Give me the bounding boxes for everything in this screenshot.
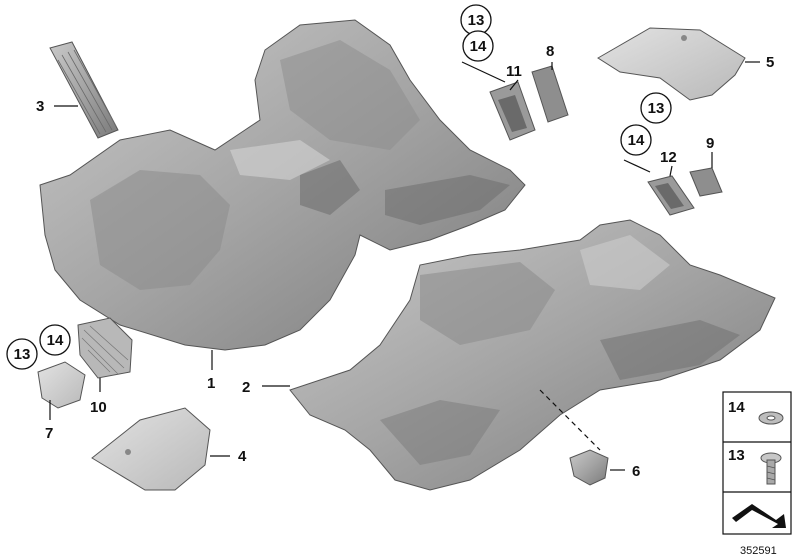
callout-3: 3 [36,98,44,115]
callout-7: 7 [45,425,53,442]
legend-label-13: 13 [728,447,745,464]
callout-2: 2 [242,379,250,396]
front-floor-covering [39,19,526,351]
circled-14-right: 14 [628,132,645,149]
callout-11: 11 [506,63,522,80]
washer-icon [758,411,784,425]
circled-13-top: 13 [468,12,485,29]
circled-14-top: 14 [470,38,487,55]
cover-9 [689,167,723,197]
hardware-legend: 14 13 [722,391,792,535]
callout-5: 5 [766,54,774,71]
arrow-symbol-icon [732,504,786,528]
legend-label-14: 14 [728,399,745,416]
circled-14-left: 14 [47,332,64,349]
callout-labels: 1 2 3 4 5 6 7 8 9 10 11 12 [36,43,774,480]
callout-10: 10 [90,399,107,416]
cover-panel-4 [91,407,211,491]
clip-6 [569,449,609,486]
screw-icon [760,452,782,485]
callout-6: 6 [632,463,640,480]
callout-9: 9 [706,135,714,152]
callout-8: 8 [546,43,554,60]
cover-panel-5 [597,27,746,101]
cover-7 [37,361,86,409]
circled-13-left: 13 [14,346,31,363]
rear-floor-covering [289,219,776,491]
frame-12 [647,175,695,216]
grille-10 [77,317,133,379]
reference-number: 352591 [740,545,777,557]
leader-lines [49,61,760,471]
circled-13-right: 13 [648,100,665,117]
callout-4: 4 [238,448,247,465]
circled-callouts: 13 14 13 14 13 14 [6,4,672,370]
frame-11 [489,81,536,141]
cover-8 [531,65,569,123]
callout-12: 12 [660,149,677,166]
callout-1: 1 [207,375,215,392]
footrest-strip [49,41,119,139]
